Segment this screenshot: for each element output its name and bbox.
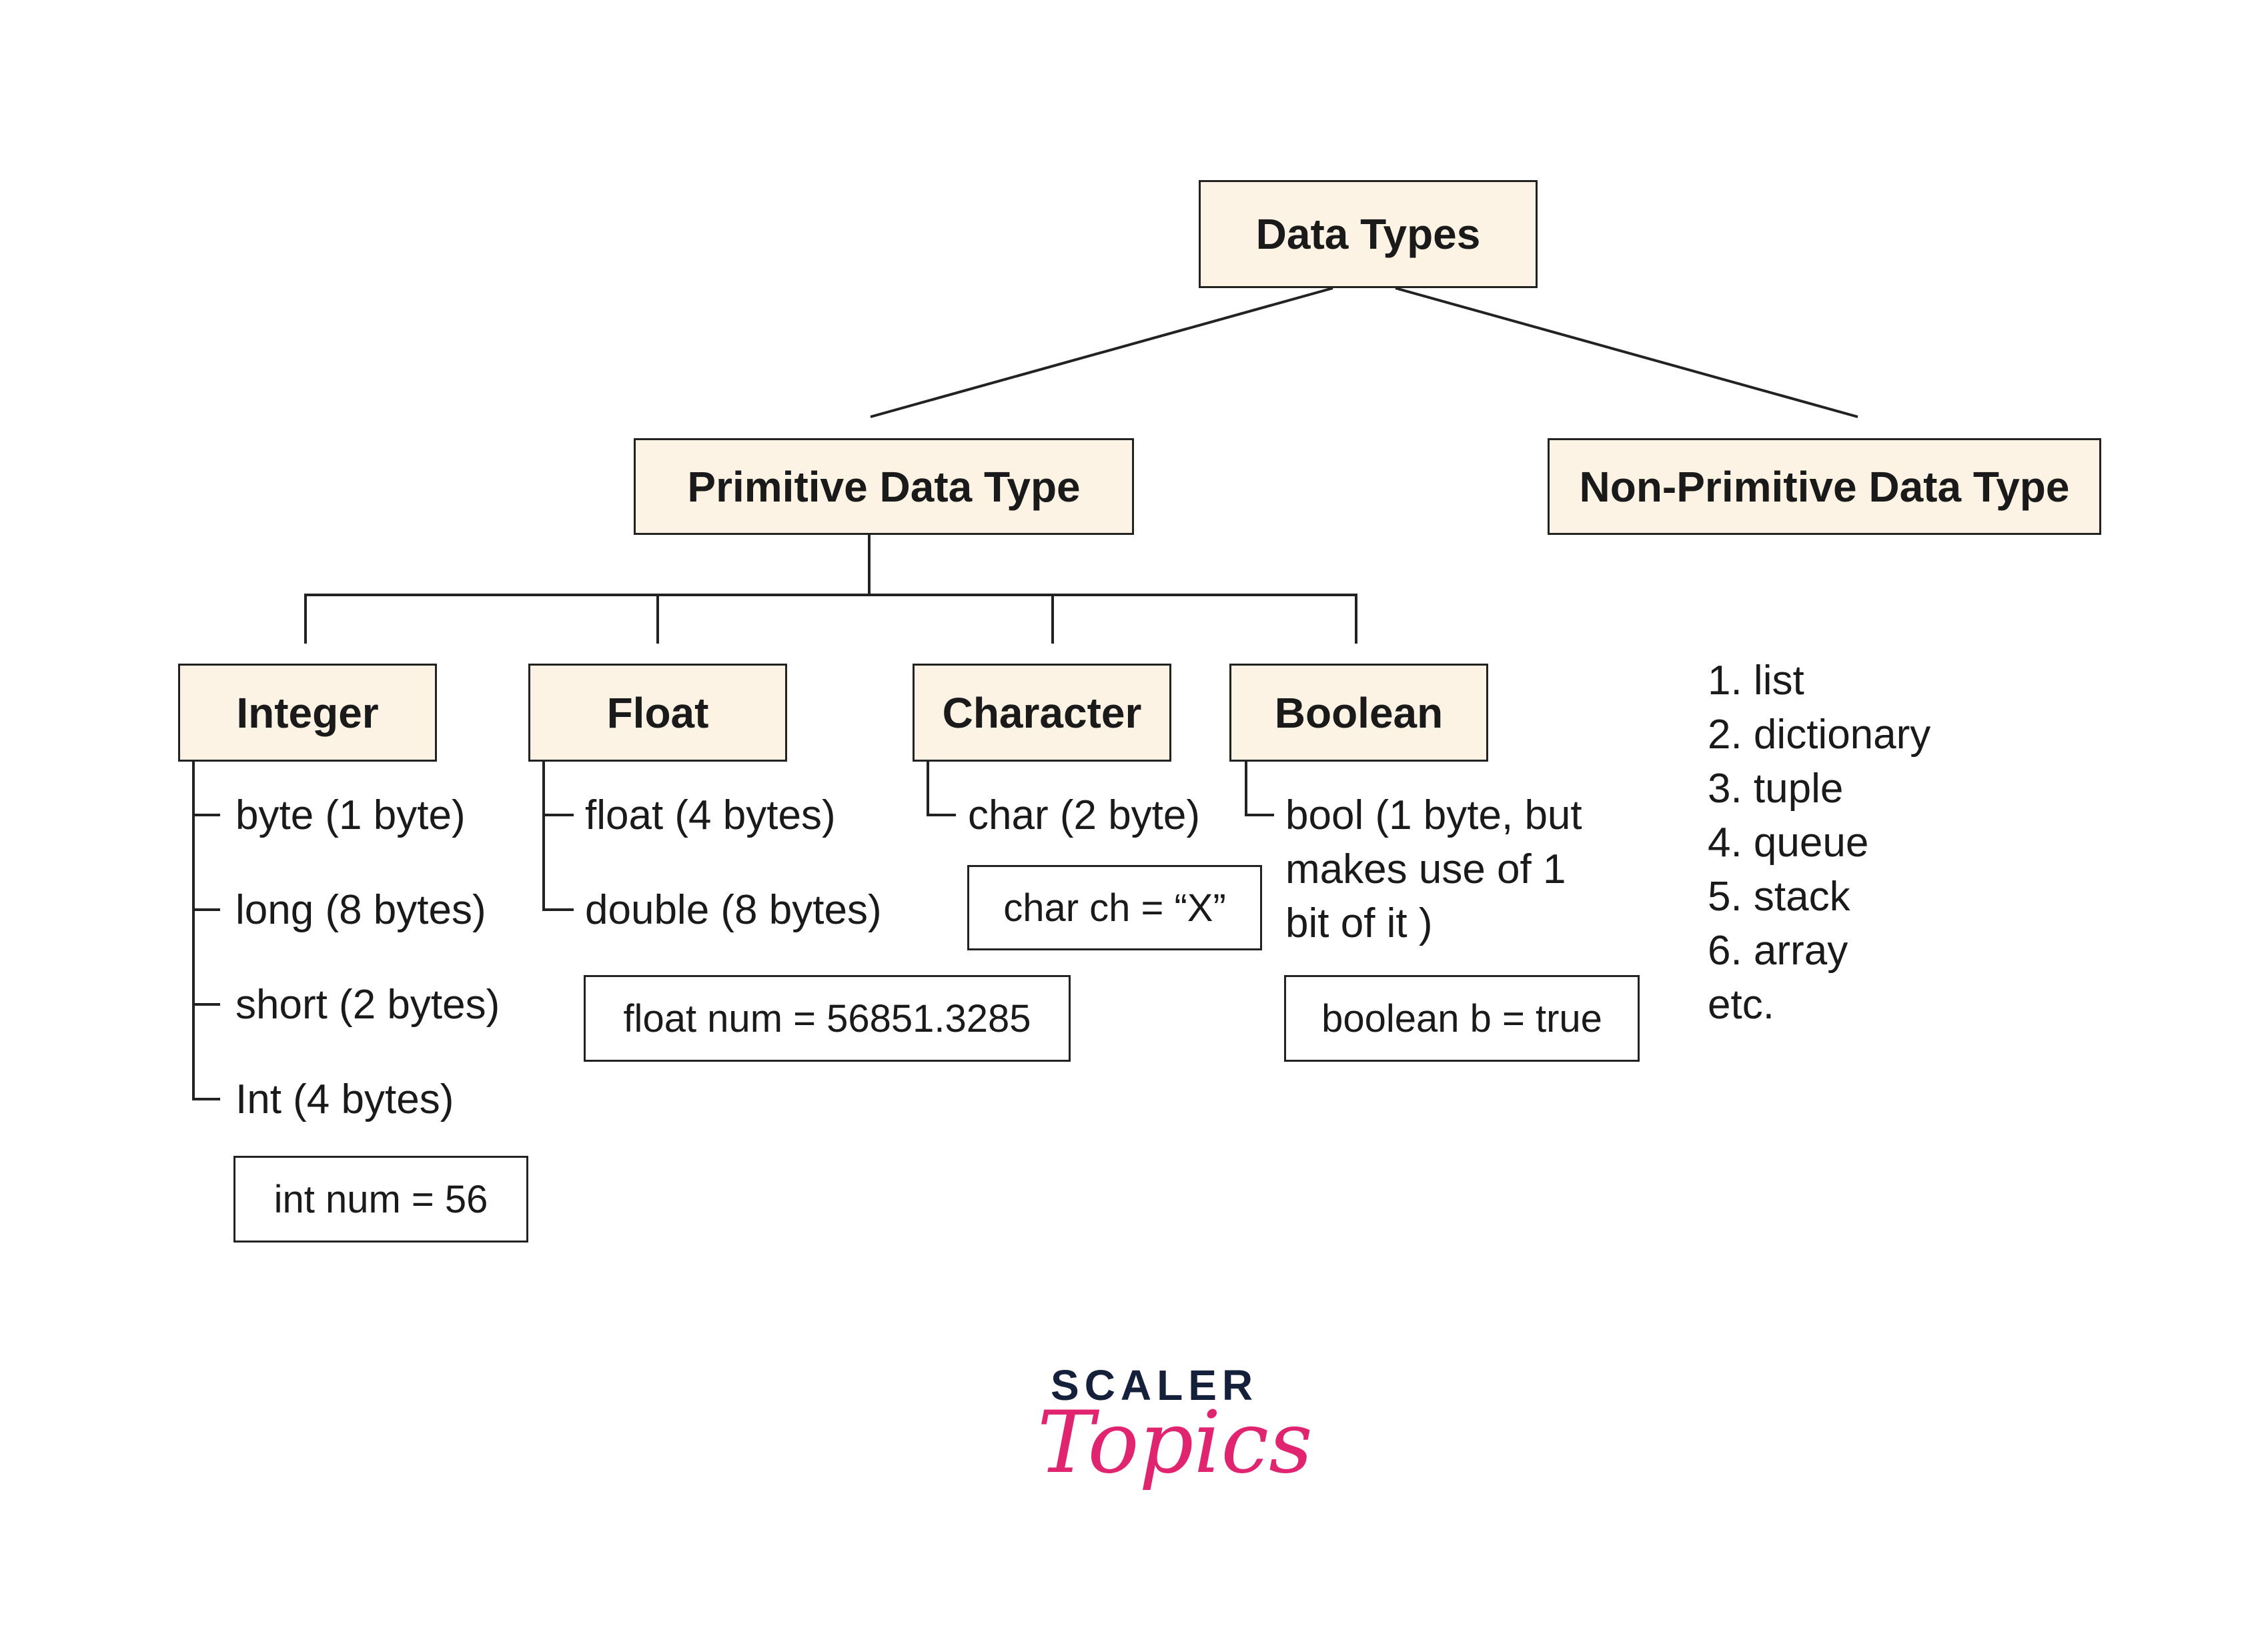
integer-item: long (8 bytes)	[235, 887, 486, 933]
float-item: double (8 bytes)	[585, 887, 882, 933]
non-primitive-node-label: Non-Primitive Data Type	[1579, 462, 2070, 511]
integer-tree-line	[192, 760, 220, 1100]
character-example-box: char ch = “X”	[967, 865, 1262, 950]
root-to-primitive-line	[870, 287, 1333, 418]
boolean-line: bool (1 byte, but	[1285, 792, 1582, 838]
boolean-example-text: boolean b = true	[1321, 996, 1602, 1040]
root-node-label: Data Types	[1255, 210, 1481, 258]
integer-node: Integer	[178, 664, 437, 762]
integer-node-label: Integer	[236, 688, 379, 737]
logo-script: Topics	[1037, 1393, 1313, 1493]
float-item: float (4 bytes)	[585, 792, 836, 838]
list-item: 3. tuple	[1708, 766, 1844, 812]
boolean-node-label: Boolean	[1274, 688, 1444, 737]
float-example-text: float num = 56851.3285	[623, 996, 1031, 1040]
list-item: etc.	[1708, 982, 1774, 1028]
character-node-label: Character	[942, 688, 1142, 737]
list-item: 4. queue	[1708, 820, 1869, 866]
boolean-line: bit of it )	[1285, 900, 1433, 946]
integer-item: short (2 bytes)	[235, 982, 500, 1028]
root-node: Data Types	[1199, 180, 1538, 288]
boolean-example-box: boolean b = true	[1284, 975, 1640, 1062]
logo-wordmark: SCALER	[1051, 1361, 1259, 1409]
primitive-node-label: Primitive Data Type	[687, 462, 1081, 511]
character-tree-line	[927, 760, 956, 816]
non-primitive-node: Non-Primitive Data Type	[1548, 438, 2101, 535]
boolean-tree-line	[1245, 760, 1274, 816]
list-item: 1. list	[1708, 658, 1804, 704]
float-node-label: Float	[606, 688, 709, 737]
root-to-nonprimitive-line	[1395, 287, 1858, 418]
integer-example-box: int num = 56	[233, 1156, 528, 1243]
list-item: 2. dictionary	[1708, 712, 1931, 758]
non-primitive-list: 1. list 2. dictionary 3. tuple 4. queue …	[1708, 654, 1930, 1032]
float-example-box: float num = 56851.3285	[584, 975, 1071, 1062]
list-item: 6. array	[1708, 928, 1848, 974]
primitive-node: Primitive Data Type	[634, 438, 1134, 535]
character-item: char (2 byte)	[968, 792, 1201, 838]
list-item: 5. stack	[1708, 874, 1850, 920]
character-example-text: char ch = “X”	[1003, 886, 1226, 930]
integer-item: byte (1 byte)	[235, 792, 466, 838]
character-node: Character	[913, 664, 1171, 762]
float-node: Float	[528, 664, 787, 762]
integer-item: Int (4 bytes)	[235, 1076, 454, 1122]
boolean-node: Boolean	[1229, 664, 1488, 762]
boolean-line: makes use of 1	[1285, 846, 1566, 892]
float-tree-line	[542, 760, 574, 911]
integer-example-text: int num = 56	[273, 1177, 488, 1221]
